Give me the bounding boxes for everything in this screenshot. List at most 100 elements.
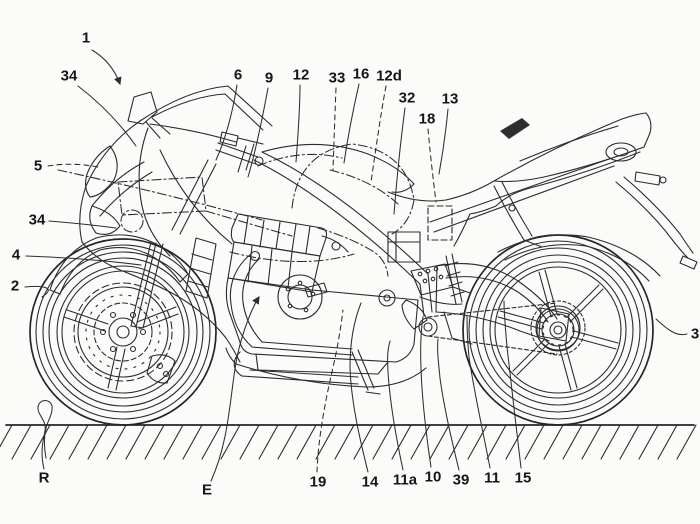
crankcase — [225, 277, 419, 363]
hatch-mark — [258, 424, 279, 460]
airbox-outline — [291, 143, 415, 235]
clutch-cover — [277, 274, 323, 320]
hatch-mark — [0, 424, 13, 448]
ref-label-13: 13 — [442, 91, 459, 108]
hatch-mark — [638, 424, 659, 460]
hatch-mark — [486, 424, 507, 460]
brake-lever — [237, 137, 264, 145]
ground-hatching — [0, 424, 697, 460]
engine — [225, 213, 428, 375]
side-stand — [351, 349, 381, 395]
ref-label-11a: 11a — [393, 472, 418, 489]
hatch-mark — [676, 424, 697, 460]
leader-line-E — [210, 295, 260, 482]
leader-line-3 — [655, 318, 688, 336]
hatch-mark — [505, 424, 526, 460]
ref-label-9: 9 — [265, 70, 273, 87]
hatch-mark — [106, 424, 127, 460]
leader-line-9 — [247, 87, 269, 178]
leader-line-4 — [25, 255, 142, 266]
hatch-mark — [49, 424, 70, 460]
rear-hugger — [497, 234, 661, 282]
hatch-mark — [315, 424, 336, 460]
ref-label-E: E — [202, 482, 212, 499]
hidden-lines — [57, 143, 415, 277]
hatch-mark — [657, 424, 678, 460]
hatch-mark — [144, 424, 165, 460]
ram-air-duct — [117, 176, 207, 216]
hatch-mark — [562, 424, 583, 460]
hatch-mark — [543, 424, 564, 460]
chain-upper-run — [427, 302, 558, 318]
bar-end — [254, 156, 264, 166]
ref-label-33: 33 — [329, 70, 346, 87]
hatch-mark — [68, 424, 89, 460]
leader-line-16 — [343, 83, 360, 164]
leader-line-11 — [466, 315, 491, 469]
hatch-mark — [239, 424, 260, 460]
ref-label-11: 11 — [484, 470, 500, 487]
taillight — [605, 142, 637, 162]
subframe — [429, 157, 615, 233]
ref-label-R: R — [39, 470, 50, 487]
leader-line-12 — [295, 84, 301, 163]
rear-brake-disc — [536, 308, 580, 352]
hatch-mark — [372, 424, 393, 460]
ref-label-5: 5 — [34, 158, 42, 175]
leader-line-2 — [24, 285, 49, 298]
ref-label-10: 10 — [425, 469, 442, 486]
ref-label-4: 4 — [12, 247, 21, 264]
leader-line-19 — [316, 309, 344, 473]
hatch-mark — [201, 424, 222, 460]
hatch-mark — [600, 424, 621, 460]
hatch-mark — [448, 424, 469, 460]
ref-label-15: 15 — [515, 470, 532, 487]
leader-line-15 — [503, 300, 522, 469]
swingarm — [435, 263, 570, 345]
front-fender — [49, 234, 189, 295]
ref-label-6: 6 — [234, 67, 242, 84]
passenger-peg-bracket — [493, 181, 543, 248]
leader-line-5 — [47, 163, 99, 168]
leader-line-39 — [437, 338, 460, 471]
front-wheel-spokes — [63, 306, 179, 391]
fairing-vent-upper — [84, 145, 118, 198]
hatch-mark — [30, 424, 51, 460]
hatch-mark — [296, 424, 317, 460]
hatch-mark — [391, 424, 412, 460]
rear-shock — [444, 253, 465, 305]
ref-label-34: 34 — [29, 212, 46, 229]
axle-plate — [538, 307, 570, 342]
leader-line-18 — [427, 128, 437, 203]
hatch-mark — [277, 424, 298, 460]
hatch-mark — [334, 424, 355, 460]
leader-line-10 — [420, 316, 432, 468]
oil-pan — [255, 353, 389, 375]
rear-wheel — [462, 234, 654, 426]
fuel-tank — [261, 143, 415, 193]
ref-label-12: 12 — [293, 67, 310, 84]
leader-line-32 — [393, 107, 406, 215]
windscreen — [139, 85, 273, 143]
hatch-mark — [581, 424, 602, 460]
rear-sprocket — [530, 300, 586, 356]
suspension-linkage — [443, 311, 473, 345]
ref-label-32: 32 — [399, 90, 416, 107]
ref-label-3: 3 — [691, 326, 699, 343]
chain-lower-run — [427, 335, 558, 355]
hatch-mark — [524, 424, 545, 460]
frame — [237, 143, 615, 317]
turn-signal — [634, 171, 661, 186]
ref-label-16: 16 — [353, 66, 370, 83]
hatch-mark — [429, 424, 450, 460]
hatch-mark — [87, 424, 108, 460]
brake-pedal — [419, 296, 463, 305]
tail-upper — [493, 112, 647, 182]
leader-line-34 — [48, 220, 117, 229]
ref-label-12d: 12d — [376, 68, 402, 85]
leader-line-12d — [370, 85, 387, 183]
hatch-mark — [467, 424, 488, 460]
hatch-mark — [125, 424, 146, 460]
